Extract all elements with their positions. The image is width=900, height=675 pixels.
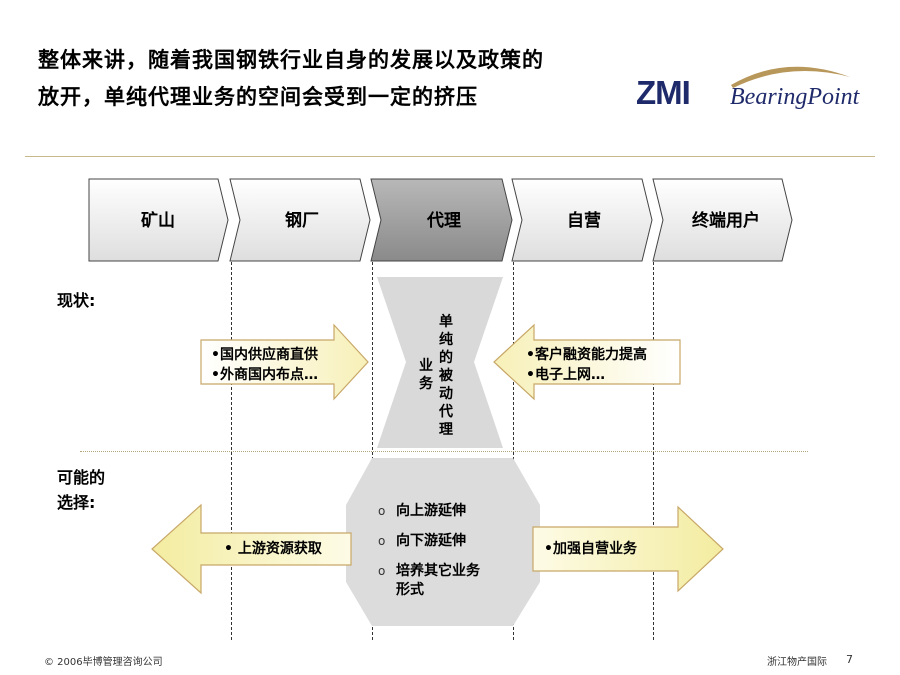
option-left-item: • 上游资源获取 [224,541,322,557]
chain-step-self-operated-label: 自营 [567,210,601,231]
chain-step-agency: 代理 [370,178,513,262]
option-item-downstream-text: 向下游延伸 [396,533,466,549]
options-label-line-1: 可能的 [57,468,106,487]
option-right-item: •加强自营业务 [544,541,637,557]
option-bullet-3: o [378,564,386,578]
option-item-other-business-text-2: 形式 [396,582,424,598]
option-item-upstream: o 向上游延伸 [378,501,466,521]
logo-swoosh [731,66,850,88]
footer-page-number: 7 [846,653,853,666]
logo-bearingpoint: BearingPoint [730,84,861,110]
current-right-item-2: •电子上网… [526,367,605,383]
option-bullet-2: o [378,534,386,548]
row-separator [80,451,808,452]
title-line-2: 放开，单纯代理业务的空间会受到一定的挤压 [38,85,478,109]
options-label: 可能的 选择: [57,465,105,515]
current-left-item-1: •国内供应商直供 [211,347,318,363]
chain-step-end-user-label: 终端用户 [692,210,760,231]
chain-step-end-user: 终端用户 [652,178,793,262]
passive-agency-text-col1: 单纯的被动代理 [439,314,453,438]
current-right-list: •客户融资能力提高 •电子上网… [526,345,647,385]
chain-step-mine: 矿山 [88,178,229,262]
chain-step-steel-mill-label: 钢厂 [285,210,319,231]
option-bullet-1: o [378,504,386,518]
option-item-downstream: o 向下游延伸 [378,531,466,551]
zmi-bearingpoint-logo: ZMI BearingPoint [636,66,861,111]
chain-step-self-operated: 自营 [511,178,653,262]
chain-step-steel-mill: 钢厂 [229,178,371,262]
current-state-label: 现状: [57,291,96,310]
footer-client: 浙江物产国际 [767,657,827,668]
chain-step-agency-label: 代理 [426,210,461,231]
upstream-arrow [151,503,352,595]
option-item-upstream-text: 向上游延伸 [396,503,466,519]
chain-step-mine-label: 矿山 [141,210,175,231]
title-line-1: 整体来讲，随着我国钢铁行业自身的发展以及政策的 [38,48,544,72]
competition-arrow-left [200,323,369,401]
footer-copyright: © 2006毕博管理咨询公司 [44,657,163,668]
option-item-other-business-cont: 形式 [396,580,424,600]
squeeze-hourglass-shape [377,277,503,448]
option-item-other-business-text: 培养其它业务 [396,563,480,579]
slide-title: 整体来讲，随着我国钢铁行业自身的发展以及政策的 放开，单纯代理业务的空间会受到一… [38,42,638,116]
logo-zmi: ZMI [636,74,690,111]
current-left-list: •国内供应商直供 •外商国内布点… [211,345,318,385]
value-chain: 矿山 钢厂 代理 自营 终端用户 [88,178,793,262]
option-item-other-business: o 培养其它业务 [378,561,480,581]
options-label-line-2: 选择: [57,493,96,512]
options-hexagon-shape [346,458,540,626]
downstream-arrow [532,505,724,593]
current-right-item-1: •客户融资能力提高 [526,347,647,363]
current-left-item-2: •外商国内布点… [211,367,318,383]
passive-agency-text-col2: 业务 [419,358,433,392]
competition-arrow-right [493,323,681,401]
header-divider [25,156,875,157]
